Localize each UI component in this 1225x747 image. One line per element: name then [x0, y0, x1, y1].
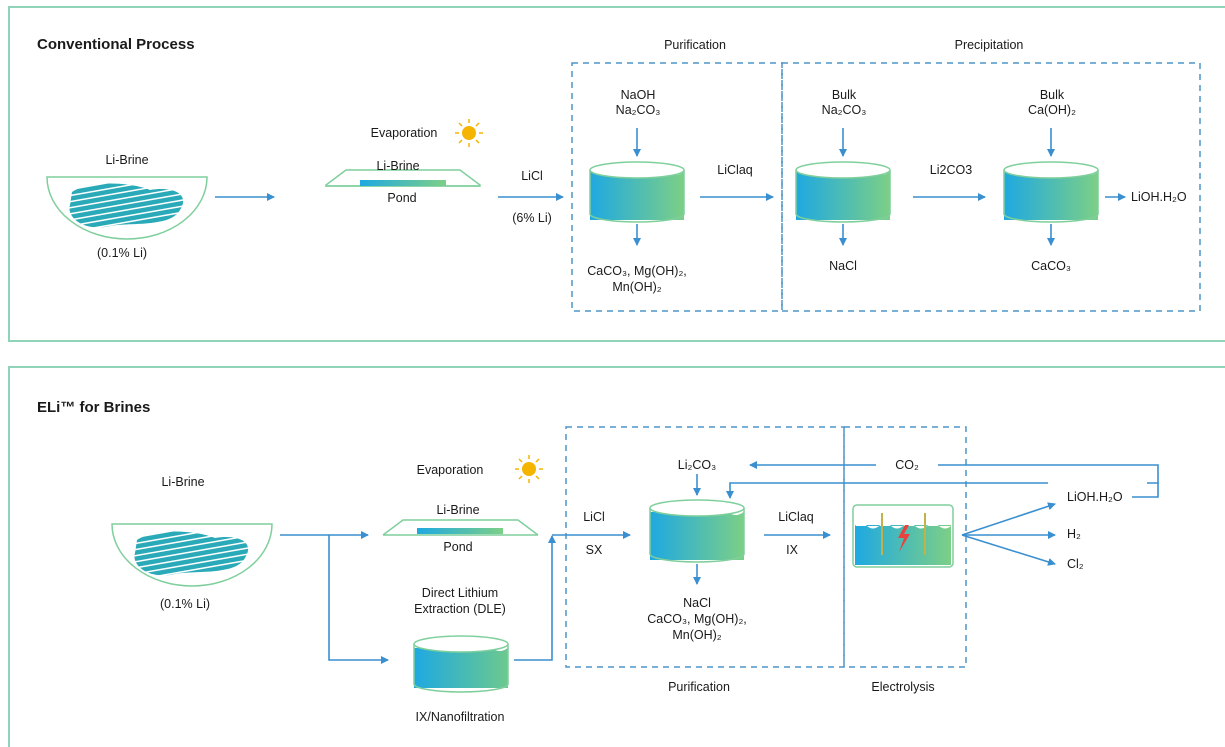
ix-nanofiltration-tank-icon [413, 635, 509, 693]
li2co3-label: Li₂CO₃ [677, 458, 717, 472]
ix-label: IX [786, 543, 798, 557]
brine-bowl-icon [111, 523, 273, 587]
brine-concentration: (0.1% Li) [159, 597, 211, 611]
precipitation-box [781, 62, 1201, 312]
ix-nanofiltration-label: IX/Nanofiltration [415, 710, 505, 724]
sun-icon [455, 119, 483, 147]
sx-label: SX [585, 543, 603, 557]
waste-line-1: CaCO₃, Mg(OH)₂, [587, 264, 687, 278]
bulk-1-label: Bulk [831, 88, 857, 102]
brine-label: Li-Brine [161, 475, 205, 489]
brine-bowl-icon [46, 176, 208, 240]
arrow [514, 535, 556, 661]
dle-label-line-2: Extraction (DLE) [414, 602, 506, 616]
waste-line-2: Mn(OH)₂ [612, 280, 662, 294]
electrolysis-section-label: Electrolysis [871, 680, 935, 694]
evaporation-label: Evaporation [416, 463, 484, 477]
electrolysis-box [843, 426, 967, 668]
pond-label: Pond [387, 191, 417, 205]
arrow [961, 534, 1056, 566]
conventional-process-title: Conventional Process [37, 36, 195, 53]
co2-recycle-line [938, 464, 1159, 484]
bulk-2-reagent: Ca(OH)₂ [1028, 103, 1076, 117]
liclaq-label: LiClaq [778, 510, 814, 524]
dle-label-line-1: Direct Lithium [421, 586, 499, 600]
spark-icon [898, 525, 910, 552]
eli-brines-title: ELi™ for Brines [37, 399, 151, 416]
li2co3-label: Li2CO3 [929, 163, 973, 177]
eli-purification-box [565, 426, 845, 668]
arrow [961, 502, 1056, 536]
waste-line-3: Mn(OH)₂ [672, 628, 722, 642]
purification-box [571, 62, 783, 312]
precipitation-section-label: Precipitation [954, 38, 1024, 52]
brine-label: Li-Brine [105, 153, 149, 167]
evaporation-label: Evaporation [370, 126, 438, 140]
electrolysis-cell-icon [852, 504, 954, 568]
waste-line-2: CaCO₃, Mg(OH)₂, [647, 612, 747, 626]
brine-concentration: (0.1% Li) [96, 246, 148, 260]
arrow [1132, 483, 1159, 498]
precipitation-tank-1-icon [795, 161, 891, 223]
arrow [726, 482, 1048, 499]
pond-brine-label: Li-Brine [376, 159, 420, 173]
pond-icon [382, 519, 539, 536]
precipitation-tank-2-icon [1003, 161, 1099, 223]
waste-nacl: NaCl [683, 596, 711, 610]
reagent-naoh: NaOH [620, 88, 656, 102]
product-lioh-label: LiOH.H₂O [1067, 490, 1123, 504]
eli-purification-tank-icon [649, 499, 745, 563]
co2-label: CO₂ [895, 458, 919, 472]
pond-icon [325, 169, 481, 187]
pond-brine-label: Li-Brine [436, 503, 480, 517]
licl-label: LiCl [521, 169, 543, 183]
sun-icon [515, 455, 543, 483]
product-lioh-label: LiOH.H₂O [1131, 190, 1187, 204]
licl-concentration: (6% Li) [512, 211, 552, 225]
reagent-na2co3: Na₂CO₃ [615, 103, 661, 117]
purification-section-label: Purification [668, 680, 730, 694]
product-h2-label: H₂ [1067, 527, 1081, 541]
bulk-2-label: Bulk [1039, 88, 1065, 102]
licl-label: LiCl [583, 510, 605, 524]
liclaq-label: LiClaq [717, 163, 753, 177]
product-cl2-label: Cl₂ [1067, 557, 1084, 571]
pond-label: Pond [443, 540, 473, 554]
purification-tank-icon [589, 161, 685, 223]
bulk-1-reagent: Na₂CO₃ [821, 103, 867, 117]
purification-section-label: Purification [664, 38, 726, 52]
nacl-label: NaCl [829, 259, 857, 273]
arrow [280, 534, 389, 664]
caco3-label: CaCO₃ [1031, 259, 1071, 273]
